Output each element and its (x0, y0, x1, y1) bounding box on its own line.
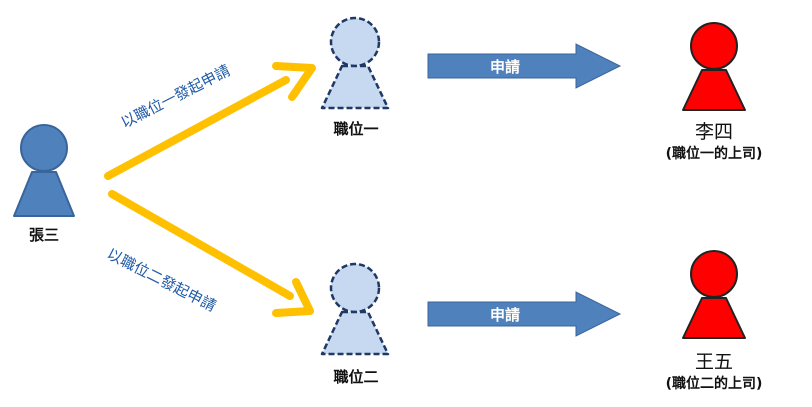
supervisor-one-icon (682, 22, 746, 111)
origin-person-name: 張三 (28, 226, 59, 244)
apply-arrow-one (427, 43, 622, 89)
arrow-to-position-two (108, 190, 314, 317)
position-two-icon (320, 262, 390, 356)
apply-arrow-two-label: 申請 (489, 306, 520, 324)
supervisor-two-role: (職位二的上司) (665, 376, 763, 392)
supervisor-one-name: 李四 (694, 121, 733, 143)
position-one-name: 職位一 (333, 120, 379, 138)
apply-arrow-two (427, 291, 622, 337)
position-one-icon (320, 16, 390, 110)
supervisor-one-role: (職位一的上司) (665, 146, 763, 162)
supervisor-two-icon (682, 250, 746, 339)
supervisor-two-name: 王五 (694, 351, 733, 373)
origin-person-icon (13, 124, 75, 217)
apply-arrow-one-label: 申請 (489, 58, 520, 76)
position-two-name: 職位二 (333, 368, 379, 386)
arrow-to-position-one (104, 62, 316, 180)
